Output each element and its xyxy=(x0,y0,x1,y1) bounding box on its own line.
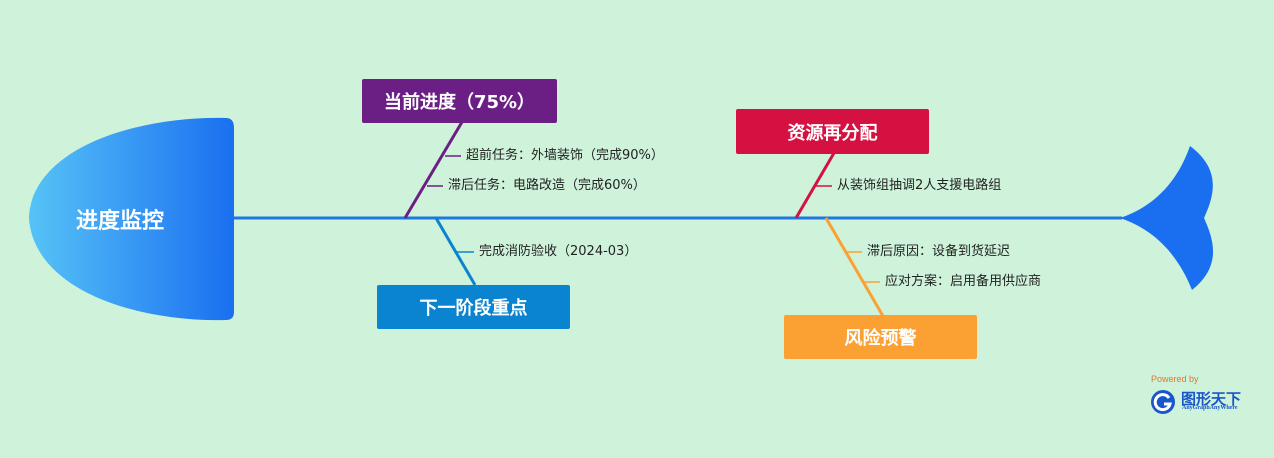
fish-head xyxy=(29,117,234,321)
bone-reallocation xyxy=(794,152,836,219)
fish-tail xyxy=(1120,146,1214,290)
leaf-item: 从装饰组抽调2人支援电路组 xyxy=(837,178,1002,193)
bone-risk-warning xyxy=(824,217,885,317)
head-label: 进度监控 xyxy=(75,209,164,234)
logo-name: 图形天下 xyxy=(1181,390,1242,408)
leaf-item: 超前任务：外墙装饰（完成90%） xyxy=(466,148,664,163)
powered-by-text: Powered by xyxy=(1151,374,1199,384)
branch-reallocation[interactable]: 资源再分配 xyxy=(736,109,929,154)
branch-next-focus[interactable]: 下一阶段重点 xyxy=(377,285,570,329)
g-logo-icon xyxy=(1151,390,1175,414)
leaf-item: 完成消防验收（2024-03） xyxy=(479,244,638,259)
branch-risk-warning[interactable]: 风险预警 xyxy=(784,315,977,359)
bone-next-focus xyxy=(434,217,477,286)
leaf-item: 滞后任务：电路改造（完成60%） xyxy=(448,178,646,193)
logo-tagline: AnyGraphAnyWhere xyxy=(1182,405,1238,411)
bone-current-progress xyxy=(403,121,464,219)
leaf-item: 应对方案：启用备用供应商 xyxy=(885,274,1042,289)
leaf-item: 滞后原因：设备到货延迟 xyxy=(867,244,1011,259)
branch-current-progress[interactable]: 当前进度（75%） xyxy=(362,79,557,123)
